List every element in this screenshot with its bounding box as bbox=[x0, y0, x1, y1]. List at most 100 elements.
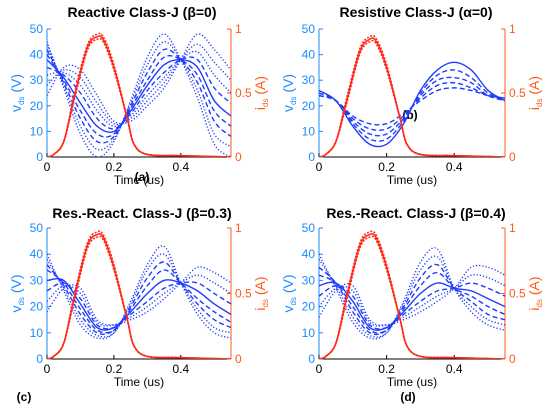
left-y-label: vds (V) bbox=[8, 74, 26, 112]
voltage-series-line bbox=[47, 253, 231, 338]
right-y-label-unit: (A) bbox=[252, 76, 268, 99]
left-y-label-main: v bbox=[280, 105, 296, 112]
x-axis-label: Time (us) bbox=[114, 375, 164, 389]
panel-label: (a) bbox=[135, 170, 150, 184]
left-y-label-sub: ds bbox=[289, 97, 298, 105]
voltage-series-line bbox=[319, 271, 505, 334]
left-tick-label: 50 bbox=[30, 221, 44, 235]
x-tick-label: 0.2 bbox=[106, 160, 123, 174]
left-tick-label: 10 bbox=[30, 124, 44, 138]
left-tick-label: 40 bbox=[302, 247, 316, 261]
right-tick-label: 0 bbox=[235, 150, 242, 164]
voltage-series-line bbox=[47, 56, 231, 130]
voltage-series-line bbox=[47, 277, 231, 331]
right-tick-label: 0.5 bbox=[235, 287, 252, 301]
voltage-series-line bbox=[319, 61, 505, 148]
right-tick-label: 0.5 bbox=[509, 86, 526, 100]
current-series-line bbox=[319, 235, 505, 359]
right-y-label: ids (A) bbox=[526, 76, 544, 110]
left-tick-label: 30 bbox=[302, 273, 316, 287]
x-tick-label: 0.2 bbox=[378, 160, 395, 174]
x-tick-label: 0 bbox=[44, 160, 51, 174]
panel-title: Res.-React. Class-J (β=0.3) bbox=[52, 205, 231, 221]
x-tick-label: 0.4 bbox=[446, 160, 463, 174]
right-y-label-main: i bbox=[526, 307, 542, 310]
left-tick-label: 50 bbox=[302, 221, 316, 235]
right-tick-label: 0.5 bbox=[509, 287, 526, 301]
right-tick-label: 0 bbox=[509, 352, 516, 366]
right-tick-label: 1 bbox=[509, 221, 516, 235]
left-y-label-main: v bbox=[8, 105, 24, 112]
left-y-label-unit: (V) bbox=[280, 74, 296, 97]
right-y-label-main: i bbox=[526, 107, 542, 110]
panel-d: Res.-React. Class-J (β=0.4) (d) 0 0.2 0.4 0… bbox=[280, 205, 544, 404]
voltage-series-line bbox=[319, 273, 505, 327]
voltage-series-line bbox=[47, 41, 231, 151]
left-tick-label: 40 bbox=[30, 247, 44, 261]
left-tick-label: 10 bbox=[30, 326, 44, 340]
voltage-series-line bbox=[319, 281, 505, 331]
x-tick-label: 0.2 bbox=[106, 362, 123, 376]
left-tick-label: 20 bbox=[30, 300, 44, 314]
left-y-label-sub: ds bbox=[289, 297, 298, 305]
current-series-line bbox=[47, 235, 231, 359]
voltage-series-line bbox=[319, 264, 505, 326]
x-tick-label: 0.4 bbox=[446, 362, 463, 376]
right-y-label-main: i bbox=[252, 107, 268, 110]
voltage-series-line bbox=[319, 255, 505, 338]
current-series-line bbox=[319, 230, 505, 359]
voltage-series-line bbox=[47, 33, 231, 125]
left-tick-label: 30 bbox=[30, 273, 44, 287]
voltage-series-line bbox=[47, 281, 231, 330]
voltage-series-line bbox=[47, 274, 231, 327]
right-y-label: ids (A) bbox=[252, 76, 270, 110]
x-axis-label: Time (us) bbox=[387, 173, 437, 187]
panel-title: Resistive Class-J (α=0) bbox=[340, 4, 493, 20]
right-y-label: ids (A) bbox=[526, 276, 544, 310]
plot-area bbox=[319, 230, 505, 359]
panel-label: (c) bbox=[17, 390, 32, 404]
voltage-series-line bbox=[47, 261, 231, 335]
voltage-series-line bbox=[47, 50, 231, 127]
left-tick-label: 40 bbox=[30, 48, 44, 62]
voltage-series-line bbox=[319, 247, 505, 340]
left-tick-label: 30 bbox=[30, 73, 44, 87]
plot-area bbox=[47, 230, 231, 359]
left-tick-label: 0 bbox=[36, 352, 43, 366]
x-tick-label: 0.4 bbox=[172, 362, 189, 376]
panel-label: (d) bbox=[400, 390, 415, 404]
panel-title: Res.-React. Class-J (β=0.4) bbox=[326, 205, 505, 221]
x-tick-label: 0.2 bbox=[378, 362, 395, 376]
x-tick-label: 0 bbox=[316, 362, 323, 376]
left-y-label: vds (V) bbox=[8, 274, 26, 312]
right-y-label-unit: (A) bbox=[526, 76, 542, 99]
right-y-label-sub: ds bbox=[535, 98, 544, 106]
x-axis-label: Time (us) bbox=[114, 173, 164, 187]
left-y-label-unit: (V) bbox=[8, 274, 24, 297]
right-y-label-unit: (A) bbox=[526, 276, 542, 299]
x-axis-label: Time (us) bbox=[387, 375, 437, 389]
left-tick-label: 10 bbox=[302, 124, 316, 138]
x-tick-label: 0 bbox=[316, 160, 323, 174]
left-tick-label: 30 bbox=[302, 73, 316, 87]
current-series-line bbox=[319, 37, 505, 157]
left-tick-label: 20 bbox=[30, 99, 44, 113]
x-tick-label: 0 bbox=[44, 362, 51, 376]
left-tick-label: 20 bbox=[302, 300, 316, 314]
right-tick-label: 0 bbox=[235, 352, 242, 366]
voltage-series-line bbox=[319, 263, 505, 336]
left-y-label-main: v bbox=[8, 306, 24, 313]
left-y-label-unit: (V) bbox=[8, 74, 24, 97]
right-y-label-unit: (A) bbox=[252, 276, 268, 299]
right-tick-label: 1 bbox=[235, 221, 242, 235]
right-tick-label: 1 bbox=[509, 22, 516, 36]
plot-area bbox=[319, 34, 505, 157]
left-y-label: vds (V) bbox=[280, 274, 298, 312]
plot-area bbox=[47, 32, 231, 157]
voltage-series-line bbox=[319, 87, 505, 126]
panel-c: Res.-React. Class-J (β=0.3) (c) 0 0.2 0.4 0… bbox=[8, 205, 270, 404]
left-y-label-main: v bbox=[280, 306, 296, 313]
current-series-line bbox=[319, 34, 505, 157]
